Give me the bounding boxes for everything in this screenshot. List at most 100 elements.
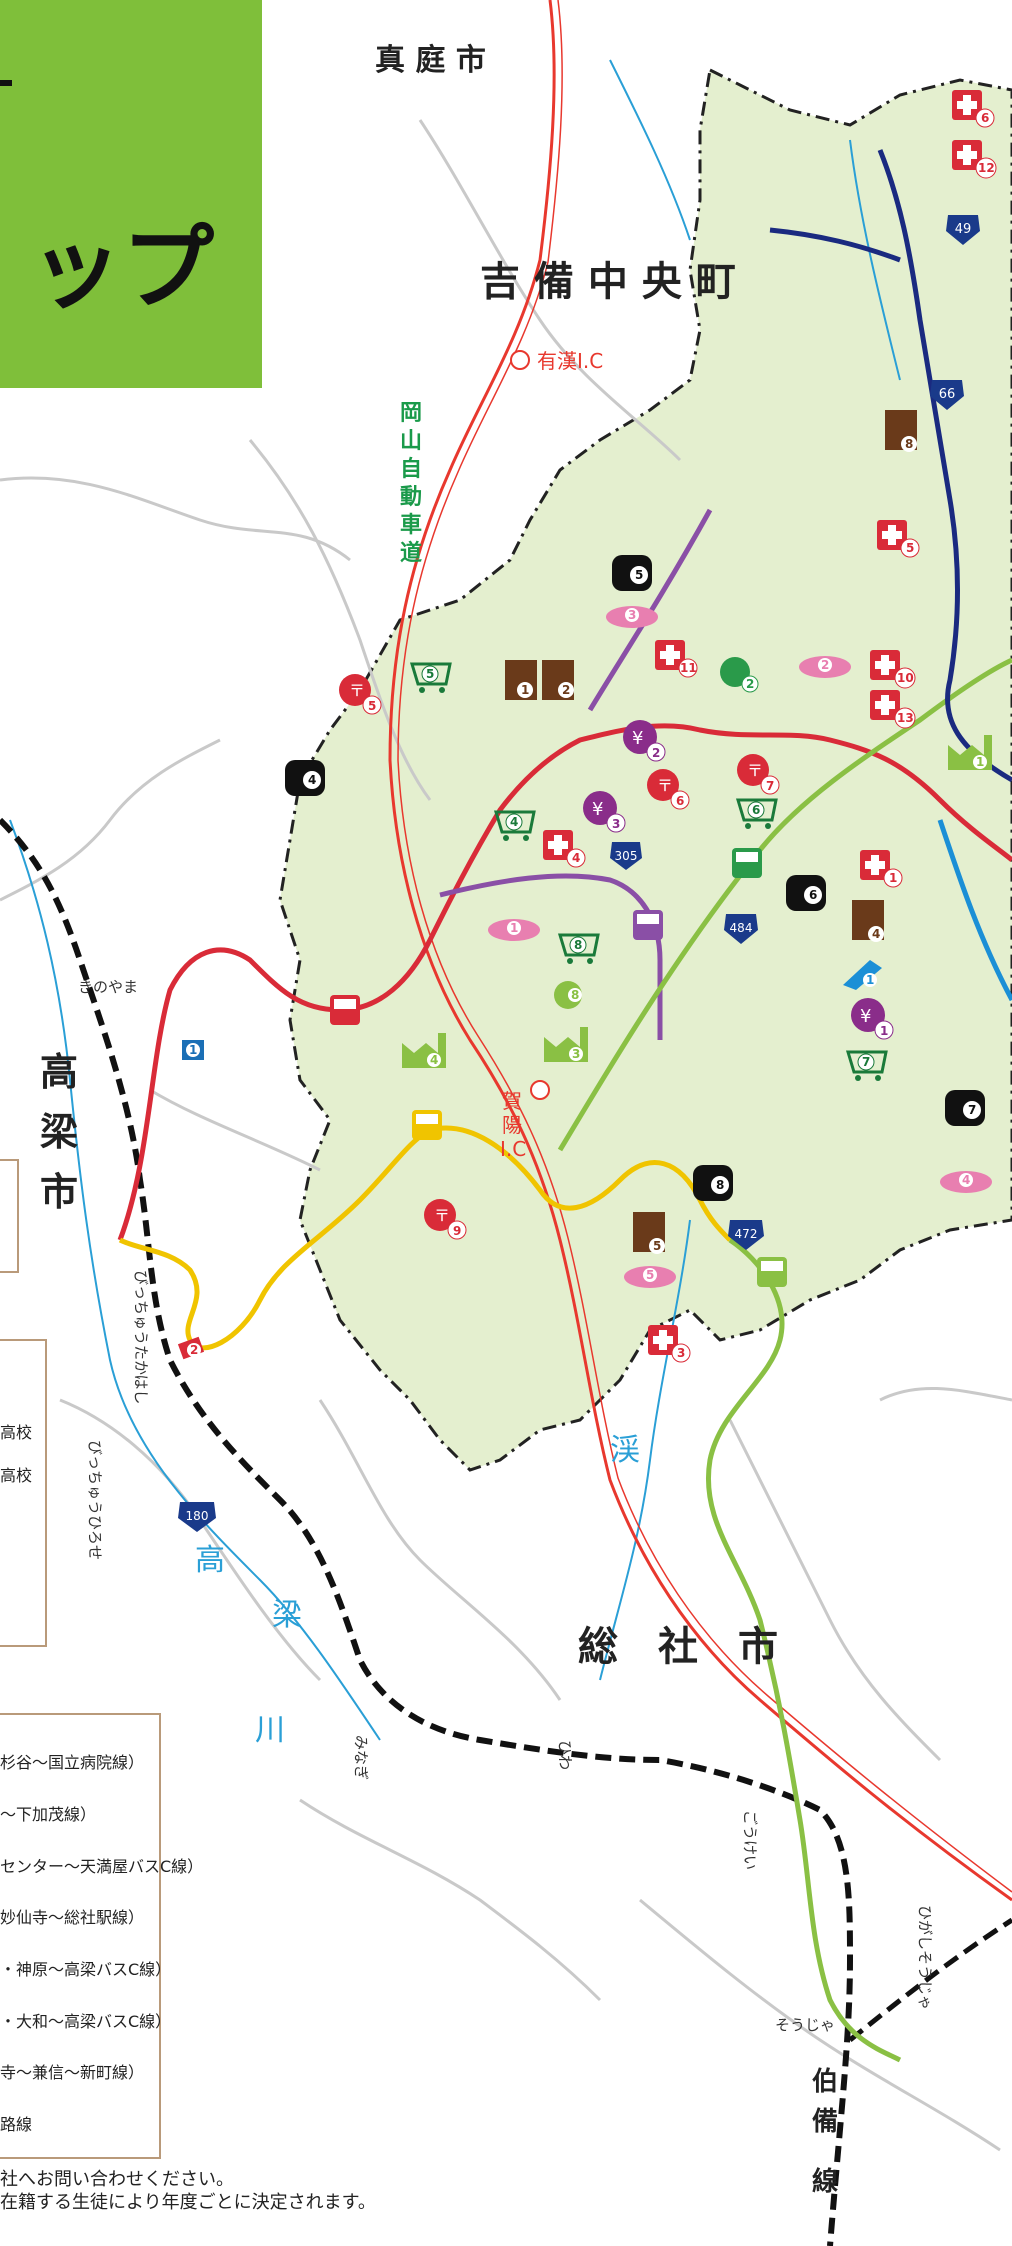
- svg-text:305: 305: [615, 849, 638, 863]
- svg-text:8: 8: [905, 437, 913, 451]
- bank-icon: ¥3: [583, 791, 626, 833]
- station-higashi-soja: ひがしそうじゃ: [916, 1905, 934, 2010]
- svg-text:・神原～高梁バスC線）: ・神原～高梁バスC線）: [0, 1960, 171, 1979]
- bus-route-yellow: [118, 1125, 732, 1351]
- title-mark: [0, 80, 12, 86]
- rivers: [9, 59, 901, 1741]
- svg-text:66: 66: [939, 387, 956, 402]
- hospital-icon: 4: [543, 830, 586, 868]
- svg-text:賀: 賀: [502, 1089, 522, 1113]
- svg-text:2: 2: [652, 746, 660, 760]
- farm-icon: 8: [554, 981, 582, 1009]
- svg-text:〒: 〒: [657, 776, 673, 795]
- svg-text:1: 1: [510, 921, 518, 935]
- svg-text:梁: 梁: [40, 1110, 78, 1154]
- shop-icon: 5: [409, 662, 452, 693]
- svg-text:9: 9: [453, 1224, 461, 1238]
- svg-text:2: 2: [746, 677, 754, 691]
- apartment-icon: 2: [542, 660, 574, 700]
- bus-icons: [330, 848, 787, 1287]
- svg-text:4: 4: [308, 773, 316, 787]
- svg-text:¥: ¥: [860, 1006, 871, 1027]
- svg-text:2: 2: [821, 658, 829, 672]
- school-icon: 1: [182, 1040, 204, 1060]
- hospital-icon: 6: [952, 90, 995, 128]
- post-office-icon: 〒6: [647, 769, 690, 810]
- bus-route-navy: [877, 149, 1012, 783]
- school-icon: 8: [693, 1165, 733, 1201]
- station-hiwa: ひわ: [556, 1740, 574, 1770]
- svg-text:〒: 〒: [349, 681, 365, 700]
- bank-icon: ¥2: [623, 720, 666, 762]
- bus-route-red: [117, 723, 1012, 1241]
- svg-text:1: 1: [189, 1043, 197, 1057]
- expressway-name: 岡 山 自 動 車 道: [400, 401, 422, 566]
- route-shield-305: 305: [610, 842, 642, 870]
- svg-text:市: 市: [40, 1170, 78, 1214]
- bus-route-green-north: [557, 657, 1012, 1152]
- bus-route-blue: [937, 819, 1012, 1002]
- legend-school-1: 高校: [0, 1423, 32, 1442]
- onsen-icon: 3: [606, 606, 658, 628]
- route-shield-49: 49: [946, 215, 980, 245]
- svg-text:4: 4: [962, 1173, 970, 1187]
- place-soja: 総 社 市: [578, 1624, 778, 1670]
- post-office-icon: 〒9: [424, 1199, 467, 1240]
- svg-text:I.C: I.C: [500, 1137, 526, 1161]
- bus-icon: [633, 910, 663, 940]
- shop-icon: 7: [845, 1050, 888, 1081]
- svg-text:3: 3: [612, 817, 620, 831]
- kayo-ic-marker: [530, 1080, 550, 1100]
- apartment-icon: 1: [505, 660, 537, 700]
- svg-text:妙仙寺～総社駅線）: 妙仙寺～総社駅線）: [0, 1908, 144, 1927]
- svg-text:13: 13: [897, 711, 914, 725]
- apartment-icon: 4: [852, 900, 884, 942]
- svg-text:6: 6: [752, 803, 760, 817]
- svg-text:8: 8: [716, 1178, 724, 1192]
- legend-box-top: [0, 1159, 19, 1273]
- svg-text:梁: 梁: [272, 1598, 302, 1633]
- shop-icon: 6: [735, 798, 778, 829]
- svg-text:7: 7: [968, 1103, 976, 1117]
- svg-text:備: 備: [812, 2106, 838, 2137]
- svg-text:8: 8: [571, 988, 579, 1002]
- farm-icon: 2: [720, 657, 759, 693]
- svg-text:4: 4: [510, 815, 518, 829]
- svg-text:5: 5: [646, 1268, 654, 1282]
- svg-text:11: 11: [680, 661, 697, 675]
- factory-icon: 3: [544, 1027, 588, 1062]
- svg-text:びっちゅうたかはし: びっちゅうたかはし: [132, 1270, 150, 1404]
- onsen-icon: 2: [799, 656, 851, 678]
- svg-text:4: 4: [572, 851, 580, 865]
- jr-railway-east: [848, 1917, 1012, 2042]
- hospital-icon: 1: [860, 850, 903, 888]
- svg-text:472: 472: [735, 1227, 758, 1241]
- svg-text:路線: 路線: [0, 2115, 32, 2134]
- svg-text:山: 山: [400, 429, 422, 454]
- legend-box-bus-lines: [0, 1713, 161, 2159]
- svg-text:3: 3: [677, 1346, 685, 1360]
- bus-route-navy-west: [769, 227, 901, 263]
- bus-route-green: [706, 1237, 902, 2063]
- footer-note-2: 在籍する生徒により年度ごとに決定されます。: [0, 2192, 376, 2213]
- svg-text:5: 5: [426, 667, 434, 681]
- park-icon: 1: [843, 960, 882, 990]
- svg-text:ごうけい: ごうけい: [741, 1810, 759, 1870]
- place-kibichuo: 吉 備 中 央 町: [480, 259, 736, 305]
- legend-school-2: 高校: [0, 1466, 32, 1485]
- okayama-expressway: [388, 0, 1012, 1902]
- svg-text:動: 動: [400, 485, 422, 510]
- svg-text:岡: 岡: [400, 401, 422, 426]
- svg-text:4: 4: [872, 927, 880, 941]
- ic-ukan-label: 有漢I.C: [537, 349, 603, 373]
- bank-icon: ¥1: [851, 998, 894, 1040]
- svg-text:高: 高: [195, 1543, 225, 1578]
- svg-text:自: 自: [400, 456, 422, 482]
- svg-text:8: 8: [574, 938, 582, 952]
- svg-text:6: 6: [809, 888, 817, 902]
- svg-text:49: 49: [955, 222, 972, 237]
- station-bitchu-takahashi: びっちゅうたかはし: [132, 1270, 150, 1404]
- svg-text:・大和～高梁バスC線）: ・大和～高梁バスC線）: [0, 2012, 171, 2031]
- hospital-icon: 10: [870, 650, 916, 689]
